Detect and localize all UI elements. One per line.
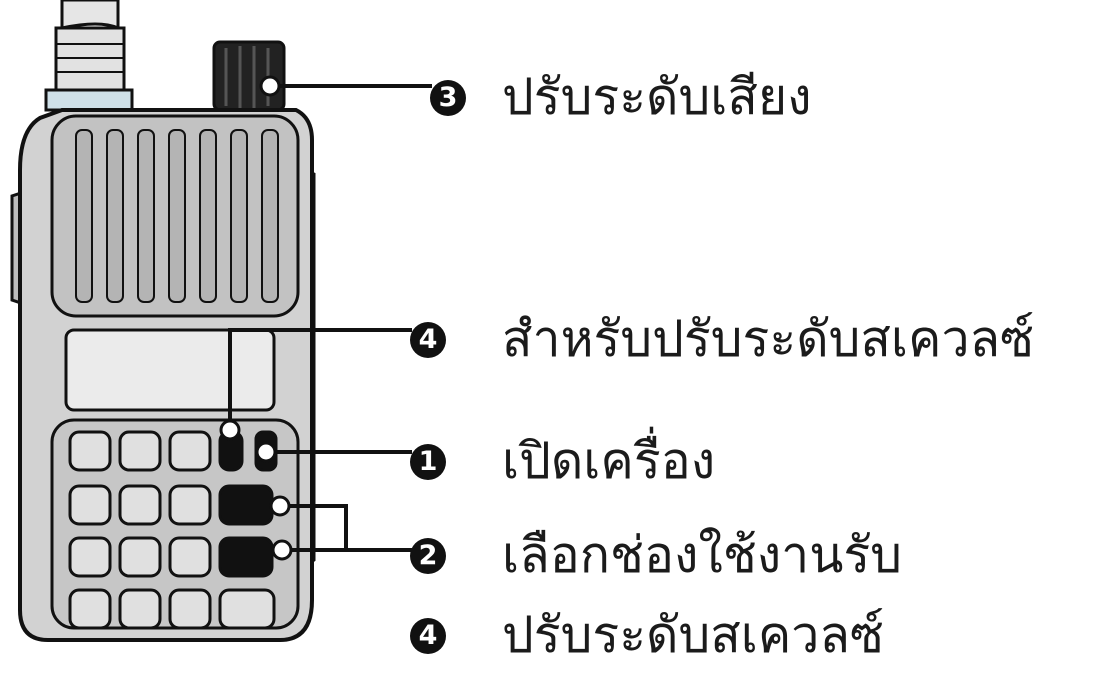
callout-text: ปรับระดับเสียง — [502, 68, 812, 126]
keypad-key — [118, 484, 162, 526]
keypad-key — [168, 484, 212, 526]
keypad-key — [168, 588, 212, 630]
grille-slot — [230, 129, 248, 303]
handheld-radio-illustration — [10, 0, 432, 642]
anchor-dot-volume — [259, 75, 281, 97]
callout-number-badge: 4 — [410, 617, 446, 654]
antenna — [44, 0, 134, 112]
radio-diagram: 3 ปรับระดับเสียง 4 สำหรับปรับระดับสเควลซ… — [10, 0, 1034, 664]
grille-slot — [137, 129, 155, 303]
anchor-dot-channel-b — [271, 539, 293, 561]
grille-slot — [75, 129, 93, 303]
keypad-key — [218, 484, 274, 526]
callout-text: เปิดเครื่อง — [502, 432, 716, 490]
keypad-key — [168, 430, 212, 472]
keypad-key — [68, 430, 112, 472]
anchor-dot-power — [255, 441, 277, 463]
leader-line-squelch — [228, 328, 412, 430]
keypad-key — [118, 430, 162, 472]
grille-slot — [199, 129, 217, 303]
keypad-key — [68, 588, 112, 630]
keypad-key — [118, 588, 162, 630]
callout-text: ปรับระดับสเควลซ์ — [502, 606, 884, 664]
volume-knob — [212, 40, 286, 112]
keypad-key — [168, 536, 212, 578]
keypad-key — [68, 484, 112, 526]
keypad-key — [218, 536, 274, 578]
callout-number-badge: 4 — [410, 321, 446, 358]
callout-squelch-adjust: 4 สำหรับปรับระดับสเควลซ์ — [410, 300, 1034, 379]
grille-slot — [168, 129, 186, 303]
anchor-dot-squelch — [219, 419, 241, 441]
lcd-display — [64, 328, 276, 412]
callout-power-on: 1 เปิดเครื่อง — [410, 422, 715, 501]
leader-lines — [228, 84, 432, 552]
callout-text: เลือกช่องใช้งานรับ — [502, 526, 903, 584]
keypad — [50, 418, 300, 630]
callout-number-badge: 2 — [410, 537, 446, 574]
anchor-dots — [219, 75, 293, 561]
callout-squelch: 4 ปรับระดับสเควลซ์ — [410, 596, 884, 675]
leader-line-channel-a — [280, 504, 412, 552]
callout-channel-select: 2 เลือกช่องใช้งานรับ — [410, 516, 902, 595]
anchor-dot-channel-a — [269, 495, 291, 517]
speaker-grille — [50, 114, 300, 318]
callout-volume: 3 ปรับระดับเสียง — [430, 58, 812, 137]
keypad-key — [218, 588, 276, 630]
callout-number-badge: 1 — [410, 443, 446, 480]
grille-slot — [106, 129, 124, 303]
keypad-key — [68, 536, 112, 578]
grille-slot — [261, 129, 279, 303]
keypad-key — [118, 536, 162, 578]
callout-number-badge: 3 — [430, 79, 466, 116]
callout-text: สำหรับปรับระดับสเควลซ์ — [502, 310, 1035, 368]
